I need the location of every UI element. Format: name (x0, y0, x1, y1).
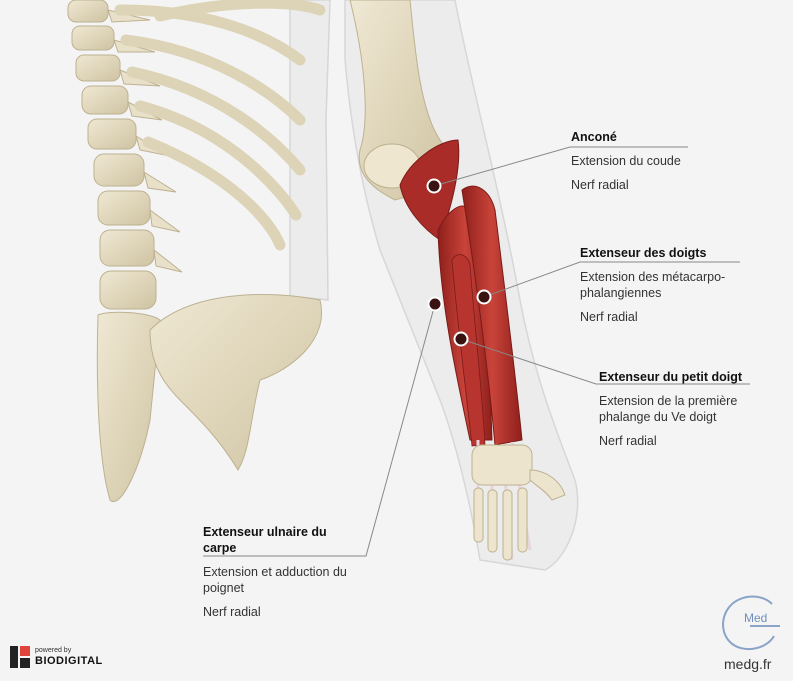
torso-skin-outline (289, 0, 331, 301)
label-extensor-carpi-ulnaris-function: Extension et adduction du poignet (203, 565, 347, 595)
medg-brand[interactable]: Med medg.fr (714, 594, 784, 674)
marker-ext-digiti (453, 331, 469, 347)
leader-line-ext-digiti (460, 338, 750, 385)
ribs (114, 0, 326, 251)
leader-line-ext-digitorum (483, 261, 740, 298)
label-extensor-digitorum: Extenseur des doigts Extension des métac… (580, 245, 760, 325)
powered-by-text: powered by (35, 647, 72, 654)
label-extensor-digiti-minimi-function: Extension de la première phalange du Ve … (599, 394, 738, 424)
hand-bones (471, 444, 566, 561)
spine (67, 0, 161, 503)
label-extensor-digiti-minimi-nerve: Nerf radial (599, 434, 657, 448)
label-extensor-digiti-minimi-title: Extenseur du petit doigt (599, 370, 743, 384)
biodigital-wordmark: BIODIGITAL (35, 655, 103, 667)
marker-ext-ulnaris (427, 296, 443, 312)
medg-logo-icon: Med (722, 595, 780, 651)
leader-line-anconeus (433, 146, 688, 187)
label-extensor-carpi-ulnaris-title: Extenseur ulnaire du carpe (203, 525, 327, 555)
label-extensor-digiti-minimi: Extenseur du petit doigt Extension de la… (599, 369, 779, 449)
biodigital-logo-icon (10, 646, 30, 668)
label-extensor-carpi-ulnaris: Extenseur ulnaire du carpe Extension et … (203, 524, 373, 620)
medg-logo-text: Med (744, 611, 767, 625)
leader-line-ext-ulnaris (203, 303, 436, 557)
label-extensor-carpi-ulnaris-nerve: Nerf radial (203, 605, 261, 619)
extensor-digiti-minimi-muscle (451, 254, 486, 447)
medg-site-text: medg.fr (724, 656, 772, 672)
label-extensor-digitorum-title: Extenseur des doigts (580, 246, 707, 260)
marker-ext-digitorum (476, 289, 492, 305)
label-anconeus: Anconé Extension du coude Nerf radial (571, 129, 771, 193)
label-anconeus-nerve: Nerf radial (571, 178, 629, 192)
extensor-digitorum-muscle (461, 185, 523, 446)
leader-lines (203, 146, 750, 557)
label-anconeus-function: Extension du coude (571, 154, 681, 168)
marker-anconeus (426, 178, 442, 194)
ilium (149, 293, 322, 471)
biodigital-brand[interactable]: powered by BIODIGITAL (10, 646, 103, 668)
markers (426, 178, 492, 347)
label-extensor-digitorum-nerve: Nerf radial (580, 310, 638, 324)
label-extensor-digitorum-function: Extension des métacarpo-phalangiennes (580, 270, 726, 300)
label-anconeus-title: Anconé (571, 130, 617, 144)
